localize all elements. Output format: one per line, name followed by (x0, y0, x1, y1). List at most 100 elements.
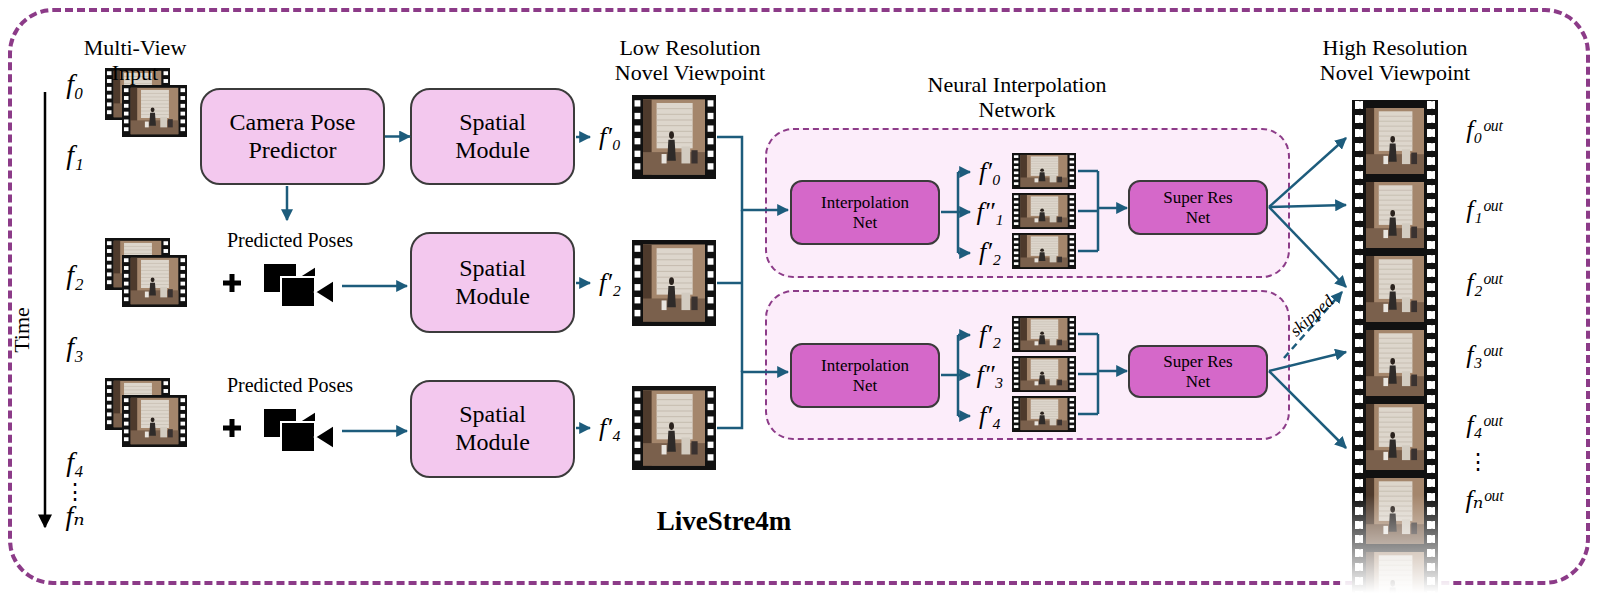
pose-symbols (281, 277, 334, 307)
interpolated-thumbnails (1012, 356, 1076, 392)
flow-arrow (717, 372, 788, 428)
frame-index: f₀ (66, 68, 84, 100)
frame-index: f′₄ (979, 401, 1001, 431)
system-frame: LiveStre4mCamera Pose PredictorSpatial M… (8, 8, 1590, 585)
flow-arrow (1098, 207, 1127, 210)
box-label: Spatial Module (437, 255, 549, 310)
box-label: Super Res Net (1154, 352, 1242, 391)
pose-symbols (223, 274, 241, 292)
flow-arrow (958, 252, 970, 255)
flow-arrow (1269, 352, 1346, 371)
flow-arrow (287, 137, 1346, 448)
flow-arrow (385, 135, 410, 138)
pose-symbols (223, 263, 334, 452)
output-filmstrip (1366, 552, 1424, 593)
output-filmstrip (1366, 478, 1424, 544)
pose-symbols (281, 422, 334, 452)
interpolated-thumbnails (1012, 153, 1076, 432)
flow-arrow (717, 282, 742, 285)
low-res-frames (632, 240, 716, 326)
frame-index: fₙ (65, 500, 84, 532)
input-frames (122, 85, 187, 137)
flow-arrow (576, 136, 590, 139)
frame-index: f₄ᵒᵘᵗ (1466, 410, 1502, 440)
flow-arrow (958, 374, 970, 377)
flow-arrow (1078, 334, 1098, 414)
flow-arrow (958, 334, 970, 337)
pose-symbols (263, 408, 316, 438)
flow-arrow (1284, 292, 1342, 358)
output-filmstrip (1352, 100, 1438, 593)
frame-index: f′₄ (599, 413, 621, 443)
process-box: Spatial Module (410, 232, 575, 333)
input-frames (105, 378, 170, 430)
output-filmstrip (1340, 100, 1450, 593)
interpolated-thumbnails (1012, 193, 1076, 229)
flow-arrow (958, 415, 970, 418)
frame-index: f″₁ (976, 197, 1003, 227)
input-frames (105, 238, 170, 290)
flow-arrow (1098, 370, 1127, 373)
box-label: Interpolation Net (809, 356, 921, 395)
flow-arrow (286, 186, 289, 220)
pose-symbols (223, 419, 241, 437)
frame-index: f₄ (66, 446, 84, 478)
frame-index: f′₂ (979, 237, 1001, 267)
output-filmstrip (1355, 100, 1363, 593)
group-box: Neural Interpolation Networkf′₀f″₁f′₂Int… (765, 128, 1290, 278)
output-filmstrip (1427, 100, 1435, 593)
frame-index: f′₂ (979, 320, 1001, 350)
interpolated-thumbnails (1012, 316, 1076, 352)
frame-index: f₂ (66, 259, 84, 291)
frame-index: f₁ᵒᵘᵗ (1466, 195, 1502, 225)
flow-arrow (576, 427, 590, 430)
interpolated-thumbnails (1012, 233, 1076, 269)
output-filmstrip (1340, 495, 1450, 593)
low-res-frames (632, 95, 716, 470)
flow-arrow (576, 282, 590, 285)
axis-title: Time (9, 307, 34, 353)
pose-label: Predicted Poses (227, 374, 353, 397)
group-box: f′₂ f″₃ f′₄ Interpolation Net Super Res Net (765, 290, 1290, 440)
box-label: Interpolation Net (809, 193, 921, 232)
network-box: Super Res Net (1128, 345, 1268, 398)
output-filmstrip (1366, 404, 1424, 470)
frame-index: f′₀ (979, 157, 1001, 187)
box-label: Super Res Net (1154, 188, 1242, 227)
flow-arrow (941, 172, 958, 253)
input-frames (122, 395, 187, 447)
low-res-frames (632, 386, 716, 470)
network-box: Interpolation Net (790, 180, 940, 245)
output-filmstrip (1366, 330, 1424, 396)
process-box: Spatial Module (410, 88, 575, 185)
frame-index: f₂ᵒᵘᵗ (1466, 268, 1502, 298)
frame-index: f″₃ (976, 360, 1003, 390)
flow-arrow (741, 210, 744, 372)
flow-arrow (958, 211, 970, 214)
flow-arrow (1078, 171, 1098, 251)
interpolated-thumbnails (1012, 153, 1076, 189)
time-axis (44, 92, 47, 527)
pose-symbols (263, 263, 316, 293)
low-res-frames (632, 95, 716, 179)
frame-index: f′₂ (599, 268, 621, 298)
flow-arrow (941, 335, 958, 416)
network-box: Interpolation Net (790, 343, 940, 408)
box-label: Camera Pose Predictor (218, 109, 368, 164)
frame-index: f₃ᵒᵘᵗ (1466, 340, 1502, 370)
network-box: Super Res Net (1128, 180, 1268, 235)
frame-index: f′₀ (599, 122, 621, 152)
stage-title: Low Resolution Novel Viewpoint (603, 35, 778, 86)
frame-index: fₙᵒᵘᵗ (1465, 485, 1502, 515)
group-title: Neural Interpolation Network (912, 72, 1122, 123)
group-title: LiveStre4m (657, 506, 791, 537)
process-box: Camera Pose Predictor (200, 88, 385, 185)
output-filmstrip (1366, 108, 1424, 174)
time-axis (45, 92, 46, 527)
stage-title: High Resolution Novel Viewpoint (1305, 35, 1485, 86)
frame-index: f₀ᵒᵘᵗ (1466, 115, 1502, 145)
flow-arrow (958, 171, 970, 174)
